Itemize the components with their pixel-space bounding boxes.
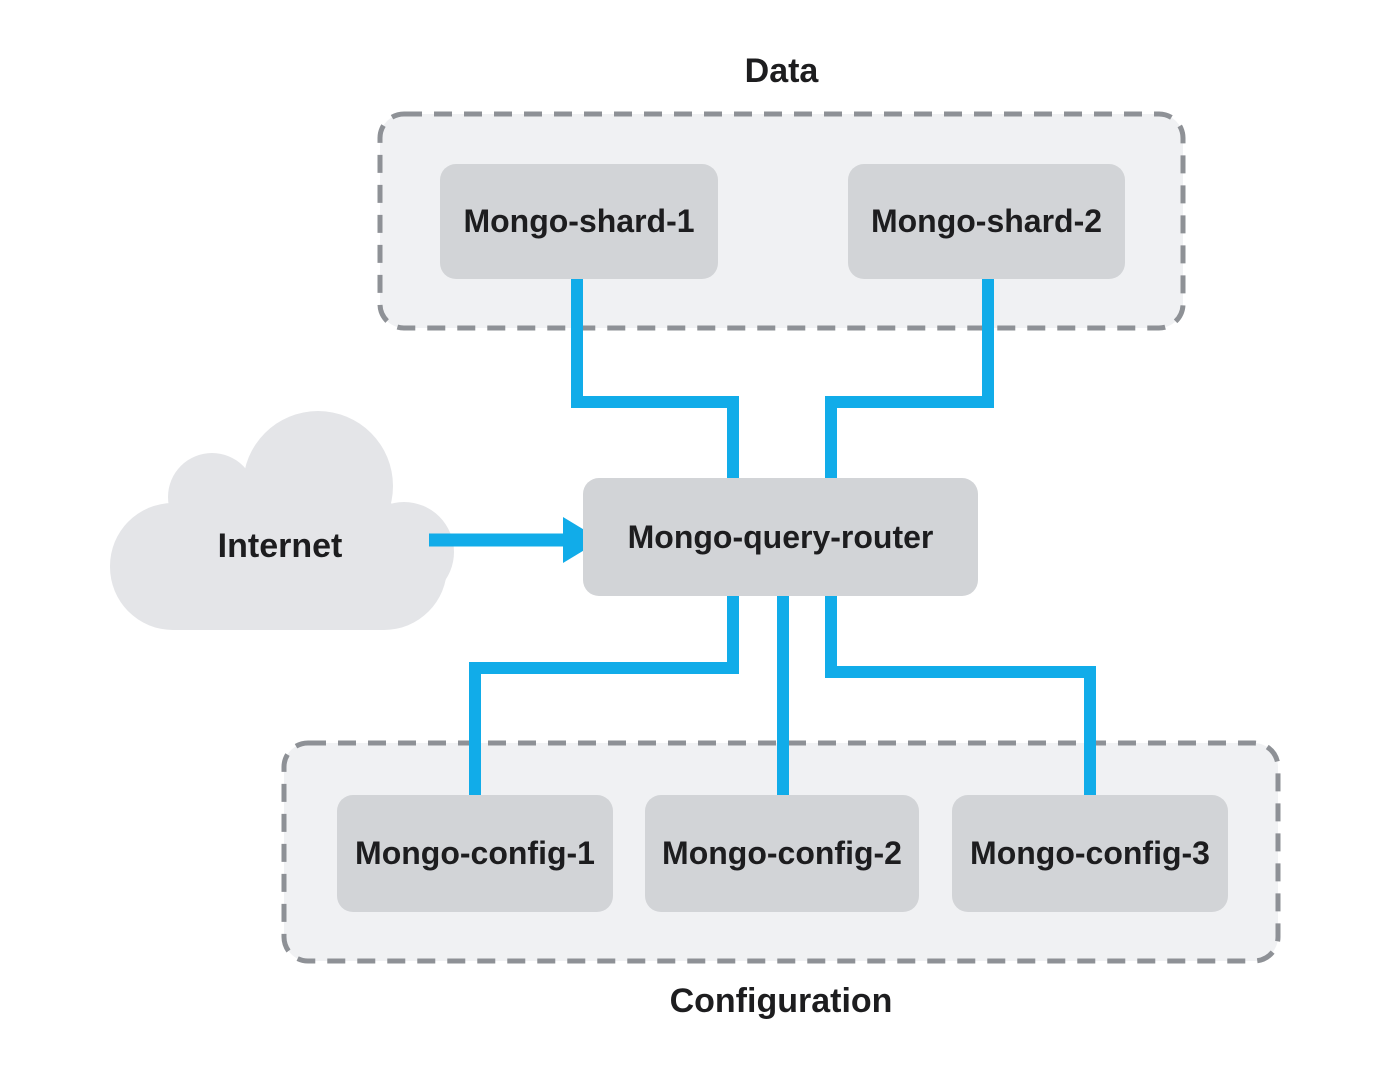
node-mongo-config-1-label: Mongo-config-1 [355,835,595,871]
internet-cloud-icon [110,411,454,630]
node-mongo-shard-2-label: Mongo-shard-2 [870,203,1103,239]
internet-to-router-arrow [429,517,601,563]
connector-shard1-to-router [571,278,739,482]
node-mongo-config-1: Mongo-config-1 [337,795,613,912]
node-mongo-shard-1-label: Mongo-shard-1 [463,203,695,239]
node-mongo-shard-2: Mongo-shard-2 [848,164,1125,279]
internet-label: Internet [217,527,343,565]
node-mongo-config-3-label: Mongo-config-3 [970,835,1210,871]
connector-router-to-config1 [469,592,739,798]
node-mongo-config-2: Mongo-config-2 [645,795,919,912]
connector-router-to-config3 [825,592,1096,798]
node-mongo-config-2-label: Mongo-config-2 [662,835,902,871]
configuration-group-label: Configuration [669,982,893,1020]
connector-shard2-to-router [825,278,994,482]
node-mongo-query-router: Mongo-query-router [583,478,978,596]
node-mongo-shard-1: Mongo-shard-1 [440,164,718,279]
node-mongo-query-router-label: Mongo-query-router [627,518,934,555]
node-mongo-config-3: Mongo-config-3 [952,795,1228,912]
data-group-label: Data [744,52,819,90]
